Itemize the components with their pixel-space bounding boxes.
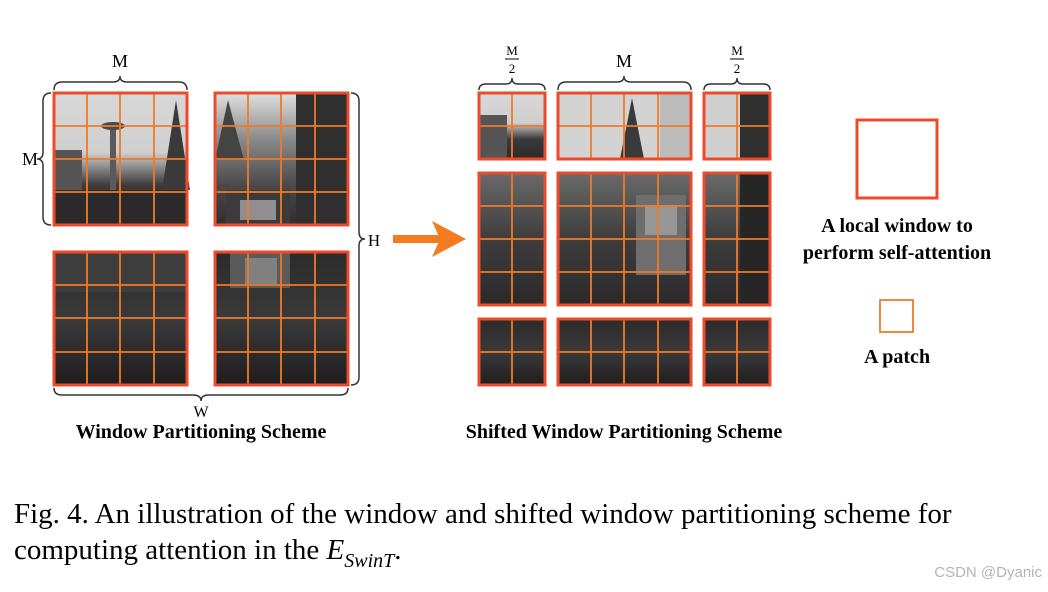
caption-text: Fig. 4. An illustration of the window an… (14, 498, 952, 566)
legend-patch-label: A patch (864, 346, 930, 368)
label-h: H (368, 231, 380, 250)
caption-math: ESwinT (326, 534, 395, 572)
label-m-left: M (22, 149, 38, 169)
legend-patch-swatch (879, 299, 914, 333)
legend-window-line2: perform self-attention (803, 242, 991, 264)
patch-grid-right (479, 93, 770, 385)
caption-math-sub: SwinT (344, 550, 395, 572)
legend: A local window to perform self-attention… (803, 118, 991, 368)
figure-caption: Fig. 4. An illustration of the window an… (14, 496, 1034, 572)
label-m-half-right: M 2 (730, 43, 744, 76)
caption-end: . (394, 534, 402, 566)
svg-text:2: 2 (734, 61, 741, 76)
label-m-right: M (616, 51, 632, 71)
window-borders-right (477, 91, 772, 387)
braces-left (36, 75, 366, 402)
watermark: CSDN @Dyanic (934, 564, 1042, 581)
patch-grid-left (54, 93, 348, 385)
label-m-half-left: M 2 (505, 43, 519, 76)
arrow-icon (393, 221, 466, 257)
label-m-top: M (112, 51, 128, 71)
svg-text:2: 2 (509, 61, 516, 76)
left-title: Window Partitioning Scheme (76, 421, 327, 443)
svg-text:M: M (731, 43, 743, 58)
braces-right (478, 75, 771, 91)
legend-window-line1: A local window to (821, 215, 973, 237)
right-title: Shifted Window Partitioning Scheme (466, 421, 783, 443)
right-scheme: M 2 M M 2 Shifted Window Partitioning Sc… (466, 43, 783, 443)
svg-text:M: M (506, 43, 518, 58)
label-w: W (193, 404, 209, 421)
window-borders-left (52, 91, 350, 387)
legend-window-swatch (855, 118, 939, 200)
left-scheme: M M H W Window Partitioning Scheme (22, 51, 380, 443)
